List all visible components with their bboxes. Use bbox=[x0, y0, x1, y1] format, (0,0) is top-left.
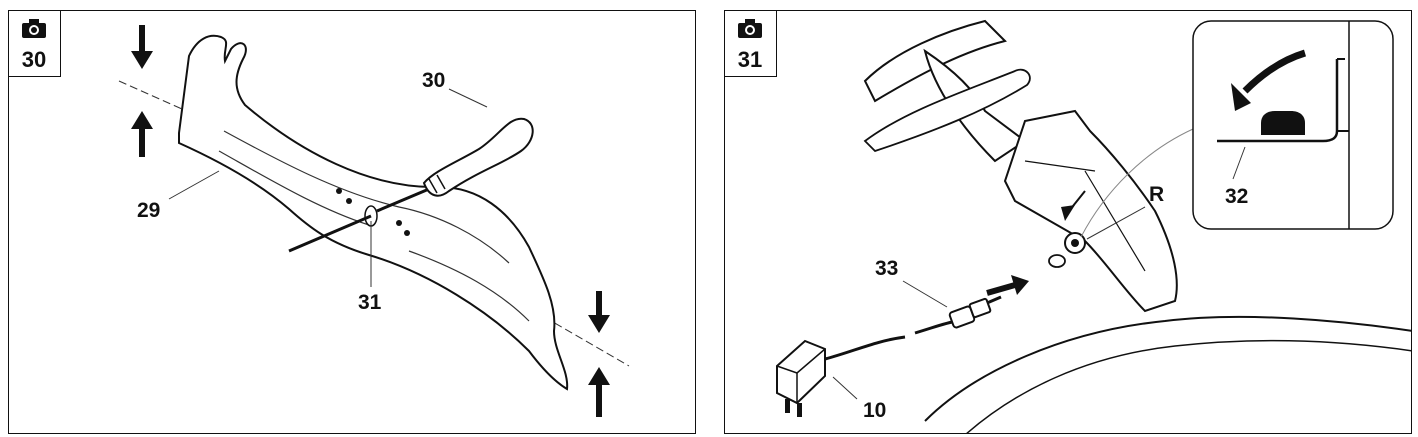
bracket-latch bbox=[1261, 111, 1305, 135]
charger-prong bbox=[797, 403, 802, 417]
blade-contour-line bbox=[218, 150, 370, 226]
callout-blade: 29 bbox=[137, 199, 160, 222]
arrow-up-icon bbox=[131, 111, 153, 157]
battery-charging-illustration: 33 10 R 32 bbox=[776, 19, 1411, 433]
screwdriver-handle bbox=[422, 117, 534, 197]
blade-hole bbox=[396, 220, 402, 226]
handle-ring bbox=[428, 178, 438, 194]
leader-line bbox=[168, 170, 220, 200]
mower-deck-outline bbox=[966, 339, 1411, 433]
blade-contour-line bbox=[223, 130, 510, 264]
charger-cable bbox=[914, 319, 958, 335]
screwdriver-shaft bbox=[376, 187, 430, 213]
arrow-down-icon bbox=[588, 291, 610, 333]
mower-control-panel bbox=[1003, 109, 1178, 313]
panel-edge bbox=[1024, 160, 1096, 172]
rod-shaft bbox=[288, 214, 372, 253]
reference-line-top bbox=[118, 80, 210, 122]
callout-socket: R bbox=[1149, 183, 1164, 206]
detail-leader-line bbox=[1080, 128, 1194, 238]
callout-tool: 30 bbox=[422, 69, 445, 92]
handle-ring bbox=[436, 174, 446, 190]
figure-number-badge: 31 bbox=[725, 11, 777, 77]
curved-arrow-icon bbox=[1231, 49, 1307, 111]
panel-edge bbox=[1084, 170, 1146, 272]
figure-number: 31 bbox=[737, 47, 763, 72]
figure-30-panel: 30 29 31 30 bbox=[8, 10, 696, 434]
callout-charger: 10 bbox=[863, 399, 886, 422]
blade-contour-line bbox=[408, 250, 530, 322]
leader-line bbox=[1232, 146, 1246, 180]
callout-bracket: 32 bbox=[1225, 185, 1248, 208]
callout-plug: 33 bbox=[875, 257, 898, 280]
arrow-right-icon bbox=[986, 275, 1029, 296]
arrow-down-icon bbox=[131, 25, 153, 69]
blade-hole bbox=[404, 230, 410, 236]
handle-bail bbox=[863, 68, 1031, 153]
figure-number: 30 bbox=[21, 47, 47, 72]
leader-line bbox=[448, 88, 488, 108]
leader-line bbox=[832, 376, 858, 400]
mower-deck-outline bbox=[924, 315, 1411, 422]
charger-cable bbox=[824, 335, 906, 361]
callout-rod: 31 bbox=[358, 291, 382, 314]
blade-hole bbox=[336, 188, 342, 194]
socket-pin bbox=[1071, 239, 1079, 247]
leader-line bbox=[1086, 206, 1146, 240]
figure-number-badge: 30 bbox=[9, 11, 61, 77]
camera-icon bbox=[738, 19, 762, 38]
blade-balancing-illustration: 30 29 31 bbox=[118, 25, 630, 417]
leader-line bbox=[902, 280, 948, 308]
figure-31-panel: 33 10 R 32 31 bbox=[724, 10, 1412, 434]
charger-plug bbox=[948, 295, 1002, 329]
blade-hole bbox=[346, 198, 352, 204]
socket-cap bbox=[1048, 254, 1066, 268]
charger-body bbox=[776, 339, 826, 405]
arrow-up-icon bbox=[588, 367, 610, 417]
arrow-down-icon bbox=[1061, 190, 1086, 221]
charger-prong bbox=[785, 399, 790, 413]
camera-icon bbox=[22, 19, 46, 38]
